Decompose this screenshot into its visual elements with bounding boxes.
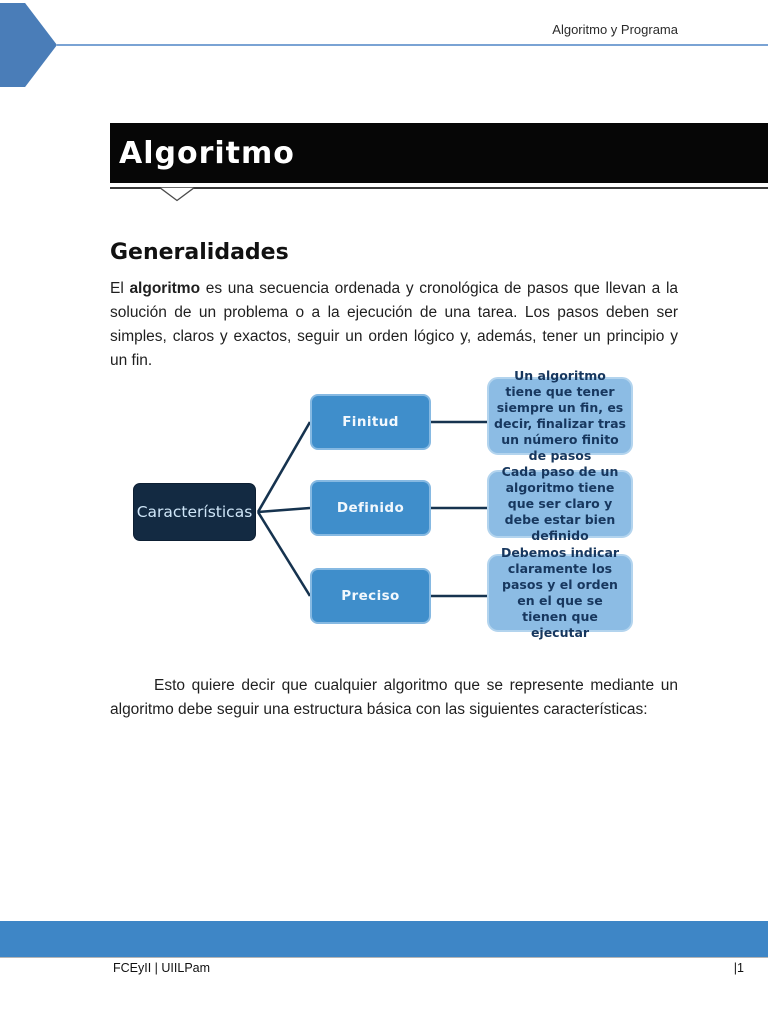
diagram-branch-preciso: Preciso [310, 568, 431, 624]
diagram-root-node: Características [133, 483, 256, 541]
diagram-description-finitud: Un algoritmo tiene que tener siempre un … [487, 368, 633, 463]
diagram-description-preciso: Debemos indicar claramente los pasos y e… [487, 545, 633, 640]
closing-paragraph: Esto quiere decir que cualquier algoritm… [110, 677, 678, 719]
intro-paragraph-bold-term: algoritmo [129, 280, 201, 297]
diagram-branch-finitud: Finitud [310, 394, 431, 450]
banner-notch-pointer [160, 187, 195, 202]
footer-institution: FCEyII | UIILPam [113, 961, 211, 975]
intro-paragraph-rest: es una secuencia ordenada y cronológica … [110, 280, 679, 370]
characteristics-diagram: Características Finitud Definido Preciso… [0, 368, 768, 655]
footer-page-number: |1 [733, 961, 744, 975]
footer-bar [0, 921, 768, 958]
header-arrow-shape [0, 3, 57, 87]
chapter-banner: Algoritmo [110, 123, 768, 183]
section-heading: Generalidades [110, 240, 289, 265]
diagram-description-definido: Cada paso de un algoritmo tiene que ser … [487, 464, 633, 543]
diagram-connectors [256, 420, 487, 598]
intro-paragraph: El algoritmo es una secuencia ordenada y… [110, 277, 678, 373]
diagram-branch-definido: Definido [310, 480, 431, 536]
intro-paragraph-prefix: El [110, 280, 130, 297]
running-header-title: Algoritmo y Programa [552, 22, 678, 37]
header-rule [57, 44, 768, 46]
banner-underline [110, 187, 768, 189]
chapter-title: Algoritmo [119, 135, 295, 171]
